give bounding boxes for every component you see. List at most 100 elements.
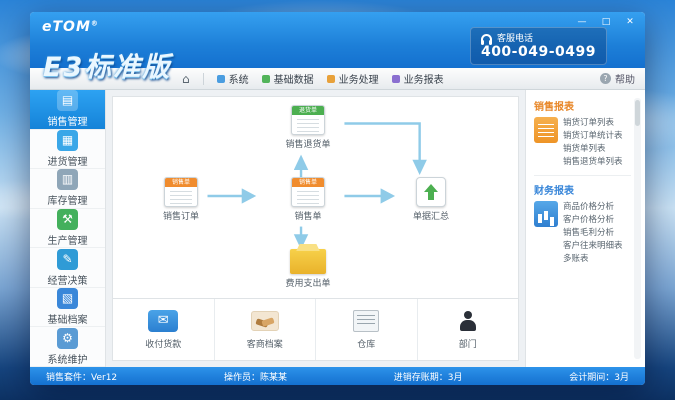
- purchase-management-icon: ▦: [57, 129, 78, 151]
- sidebar-item-inventory-management[interactable]: ▥ 库存管理: [30, 169, 105, 209]
- reports-panel: 销售报表 销货订单列表 销货订单统计表 销货单列表 销售退货单列表 财务报表: [525, 90, 645, 367]
- shortcut-department[interactable]: 部门: [418, 299, 519, 360]
- finance-reports-section: 财务报表 商品价格分析 客户价格分析 销售毛利分析 客户往来明细表 多账表: [534, 182, 631, 272]
- business-processing-menu-icon: [326, 74, 335, 83]
- doc-caption: 退货单: [292, 106, 324, 115]
- report-link-gross-profit-analysis[interactable]: 销售毛利分析: [563, 228, 615, 238]
- menu-item-label: 业务报表: [403, 75, 444, 86]
- status-suite: 销售套件：Ver12: [46, 372, 118, 383]
- flow-node-sales-return[interactable]: 退货单 销售退货单: [266, 105, 350, 150]
- sidebar-item-label: 系统维护: [47, 354, 88, 366]
- minimize-button[interactable]: —: [577, 17, 587, 27]
- shortcut-label: 部门: [458, 340, 477, 350]
- edition-banner: E3标准版: [43, 52, 172, 83]
- sidebar-item-production-management[interactable]: ⚒ 生产管理: [30, 209, 105, 249]
- shortcut-warehouse[interactable]: 仓库: [316, 299, 418, 360]
- content-area: ▤ 销售管理 ▦ 进货管理 ▥ 库存管理 ⚒ 生产管理 ✎ 经营决策 ▧ 基础档…: [30, 90, 645, 368]
- sales-return-doc-icon: 退货单: [291, 105, 325, 135]
- help-label: 帮助: [615, 75, 635, 86]
- window-controls: — □ ✕: [573, 15, 639, 29]
- service-phone-label: 客服电话: [496, 34, 533, 44]
- shortcut-label: 收付货款: [145, 340, 182, 350]
- payments-envelope-icon: ✉: [148, 310, 179, 332]
- doc-caption: 销售单: [165, 178, 197, 187]
- doc-lines: [297, 191, 319, 204]
- sidebar-item-purchase-management[interactable]: ▦ 进货管理: [30, 129, 105, 170]
- shortcut-label: 客商档案: [246, 340, 283, 350]
- maximize-button[interactable]: □: [601, 17, 611, 27]
- flow-node-doc-summary[interactable]: 单据汇总: [389, 177, 473, 222]
- menubar: ⌂ 系统 基础数据 业务处理 业务报表 ? 帮助: [30, 68, 645, 90]
- doc-caption: 销售单: [292, 178, 324, 187]
- sidebar-item-sales-management[interactable]: ▤ 销售管理: [30, 90, 105, 130]
- status-operator: 操作员：陈某某: [223, 372, 287, 383]
- menu-separator: [202, 72, 204, 85]
- flow-node-expense[interactable]: 费用支出单: [266, 247, 350, 289]
- menu-item-business-reports[interactable]: 业务报表: [391, 71, 444, 86]
- titlebar: eTOM® — □ ✕ 客服电话 400-049-0499 E3标准版: [30, 12, 645, 83]
- sidebar-item-system-maintenance[interactable]: ⚙ 系统维护: [30, 327, 105, 368]
- service-phone-panel: 客服电话 400-049-0499: [469, 27, 607, 65]
- bar-chart-icon: [534, 201, 558, 227]
- menu-item-label: 基础数据: [273, 75, 314, 86]
- production-management-icon: ⚒: [57, 209, 78, 231]
- basic-archives-icon: ▧: [57, 288, 78, 310]
- shortcut-partner-archives[interactable]: 客商档案: [215, 299, 316, 360]
- basic-data-menu-icon: [261, 74, 270, 83]
- inventory-management-icon: ▥: [57, 169, 78, 191]
- flow-node-label: 销售退货单: [285, 140, 331, 150]
- menu-item-label: 系统: [228, 75, 249, 86]
- report-link-customer-price-analysis[interactable]: 客户价格分析: [563, 215, 615, 225]
- status-stock-period: 进销存账期：3月: [393, 372, 463, 383]
- handshake-icon: [250, 311, 279, 331]
- sidebar-item-label: 基础档案: [47, 315, 88, 327]
- reports-scrollbar[interactable]: [634, 98, 641, 359]
- sidebar-item-label: 经营决策: [47, 275, 88, 287]
- flow-node-label: 费用支出单: [285, 279, 331, 289]
- system-menu-icon: [216, 74, 225, 83]
- close-button[interactable]: ✕: [626, 17, 634, 27]
- flow-node-label: 销售订单: [162, 212, 199, 222]
- main-panel: 退货单 销售退货单 销售单 销售订单 销售单: [106, 90, 525, 367]
- sidebar: ▤ 销售管理 ▦ 进货管理 ▥ 库存管理 ⚒ 生产管理 ✎ 经营决策 ▧ 基础档…: [30, 90, 106, 368]
- flow-arrows: [207, 122, 427, 250]
- sales-slip-doc-icon: 销售单: [291, 177, 325, 207]
- registered-mark: ®: [90, 19, 99, 28]
- app-logo: eTOM®: [42, 19, 99, 35]
- report-link-ledger[interactable]: 多账表: [563, 254, 589, 264]
- menu-item-business-processing[interactable]: 业务处理: [326, 71, 379, 86]
- help-menu[interactable]: ? 帮助: [600, 71, 635, 86]
- shortcut-payments[interactable]: ✉ 收付货款: [113, 299, 215, 360]
- sales-reports-title: 销售报表: [534, 102, 574, 113]
- statusbar: 销售套件：Ver12 操作员：陈某某 进销存账期：3月 会计期间：3月: [30, 367, 645, 385]
- notepad-icon: [534, 117, 558, 143]
- report-link-sales-slip-list[interactable]: 销货单列表: [563, 144, 606, 154]
- sidebar-item-business-decision[interactable]: ✎ 经营决策: [30, 248, 105, 288]
- sales-flowchart: 退货单 销售退货单 销售单 销售订单 销售单: [112, 96, 519, 299]
- report-link-product-price-analysis[interactable]: 商品价格分析: [563, 202, 615, 212]
- doc-lines: [297, 119, 319, 132]
- sidebar-item-label: 进货管理: [47, 156, 88, 168]
- sidebar-item-label: 生产管理: [47, 236, 88, 248]
- report-link-customer-transactions[interactable]: 客户往来明细表: [563, 241, 623, 251]
- flow-node-sales-order[interactable]: 销售单 销售订单: [139, 177, 223, 222]
- shortcut-row: ✉ 收付货款 客商档案 仓库 部门: [112, 299, 519, 361]
- expense-folder-icon: [290, 249, 326, 274]
- sales-reports-section: 销售报表 销货订单列表 销货订单统计表 销货单列表 销售退货单列表: [534, 98, 631, 176]
- report-link-sales-order-list[interactable]: 销货订单列表: [563, 118, 615, 128]
- report-link-sales-return-list[interactable]: 销售退货单列表: [563, 157, 623, 167]
- menu-item-system[interactable]: 系统: [216, 71, 249, 86]
- home-icon[interactable]: ⌂: [182, 71, 190, 86]
- headset-icon: [480, 33, 492, 45]
- flow-node-sales-slip[interactable]: 销售单 销售单: [266, 177, 350, 222]
- sidebar-item-basic-archives[interactable]: ▧ 基础档案: [30, 288, 105, 328]
- menu-item-basic-data[interactable]: 基础数据: [261, 71, 314, 86]
- sidebar-item-label: 库存管理: [47, 196, 88, 208]
- finance-reports-title: 财务报表: [534, 186, 574, 197]
- person-icon: [457, 310, 479, 332]
- flow-node-label: 销售单: [294, 212, 322, 222]
- status-accounting-period: 会计期间：3月: [569, 372, 629, 383]
- report-link-sales-order-stats[interactable]: 销货订单统计表: [563, 131, 623, 141]
- warehouse-icon: [353, 310, 380, 332]
- flow-node-label: 单据汇总: [412, 212, 449, 222]
